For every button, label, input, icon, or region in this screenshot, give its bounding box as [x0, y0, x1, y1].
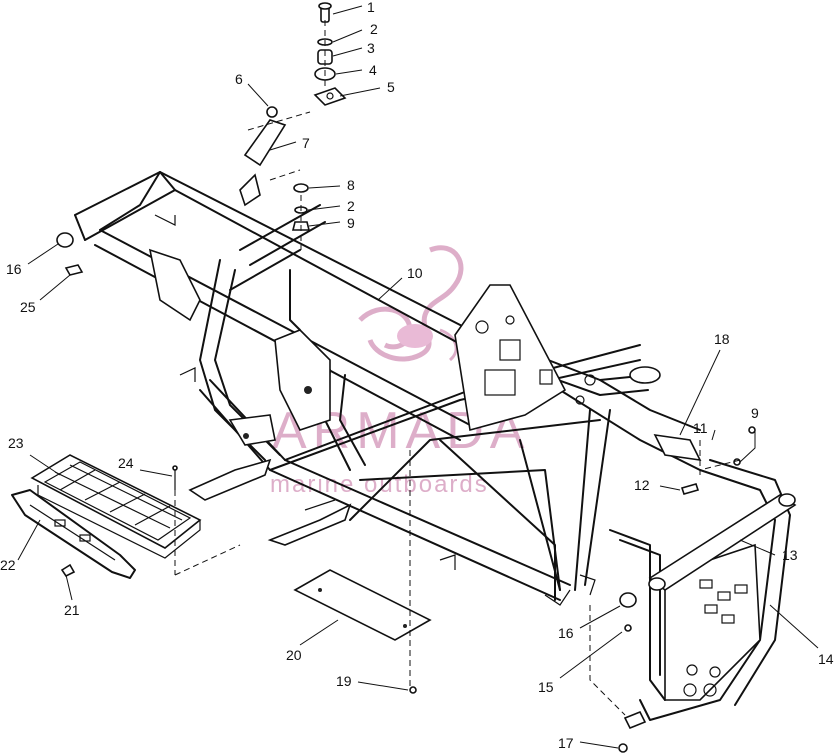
callout-10: 10 — [407, 265, 423, 281]
callout-18: 18 — [714, 331, 730, 347]
callout-12: 12 — [634, 477, 650, 493]
callout-9b: 9 — [751, 405, 759, 421]
callout-22: 22 — [0, 557, 16, 573]
callout-1: 1 — [367, 0, 375, 15]
callout-3: 3 — [367, 40, 375, 56]
callout-13: 13 — [782, 547, 798, 563]
small-parts — [56, 232, 756, 753]
callout-7: 7 — [302, 135, 310, 151]
assembly-lines — [174, 20, 741, 716]
front-bumper — [609, 459, 791, 721]
front-tube — [648, 493, 797, 591]
bracket-icon — [313, 87, 347, 106]
skid-plate — [293, 569, 432, 641]
callout-15: 15 — [538, 679, 554, 695]
leader-lines — [17, 5, 819, 749]
mount-hardware — [313, 2, 347, 106]
callout-5: 5 — [387, 79, 395, 95]
rear-rack — [30, 454, 202, 559]
callout-17: 17 — [558, 735, 574, 751]
main-frame — [74, 171, 701, 606]
callout-20: 20 — [286, 647, 302, 663]
callout-14: 14 — [818, 651, 834, 667]
seahorse-body-icon — [397, 324, 433, 348]
callout-9: 9 — [347, 215, 355, 231]
callout-23: 23 — [8, 435, 24, 451]
callout-2b: 2 — [347, 198, 355, 214]
callout-16: 16 — [6, 261, 22, 277]
callout-2: 2 — [370, 21, 378, 37]
callout-16b: 16 — [558, 625, 574, 641]
callout-8: 8 — [347, 177, 355, 193]
callout-25: 25 — [20, 299, 36, 315]
callout-6: 6 — [235, 71, 243, 87]
rear-bumper — [11, 489, 136, 579]
front-bracket — [653, 433, 702, 462]
callout-19: 19 — [336, 673, 352, 689]
callout-21: 21 — [64, 602, 80, 618]
callout-24: 24 — [118, 455, 134, 471]
hinge-bracket — [239, 106, 287, 207]
callout-4: 4 — [369, 62, 377, 78]
washer-stack — [291, 183, 311, 231]
callout-11: 11 — [693, 420, 708, 436]
